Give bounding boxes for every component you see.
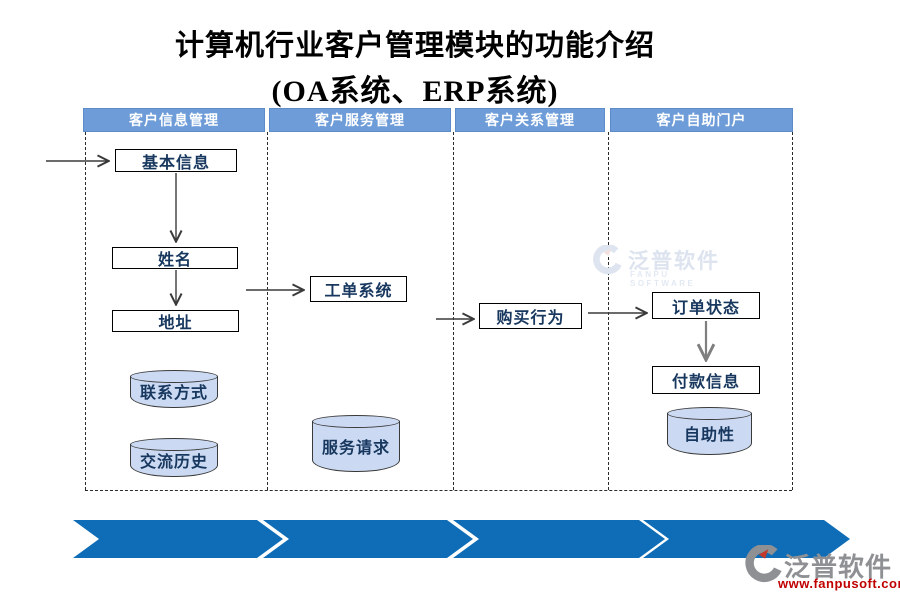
cylinder-top: [312, 415, 400, 428]
node-purchase-behavior: 购买行为: [479, 303, 582, 329]
process-chevron-4: [643, 520, 850, 558]
node-name: 姓名: [112, 247, 238, 269]
process-chevron-1: [73, 520, 283, 558]
cylinder-contact-method: 联系方式: [130, 370, 218, 408]
node-order-status: 订单状态: [652, 292, 760, 319]
lane-divider-2: [267, 132, 268, 490]
lane-header-customer-service: 客户服务管理: [269, 108, 451, 132]
footer-watermark-url: www.fanpusoft.com: [778, 576, 900, 591]
cylinder-body: [667, 413, 752, 455]
footer-watermark-brand: 泛普软件: [784, 552, 893, 582]
node-address: 地址: [112, 310, 239, 332]
node-work-order-system: 工单系统: [310, 276, 407, 302]
fanpu-logo-icon: [593, 245, 622, 275]
title-line-2: (OA系统、ERP系统): [271, 75, 559, 108]
process-chevron-2: [263, 520, 473, 558]
center-watermark-brand: 泛普软件: [628, 250, 720, 273]
lane-header-customer-portal: 客户自助门户: [610, 108, 793, 132]
process-chevron-3: [453, 520, 665, 558]
cylinder-communication-history-label: 交流历史: [139, 453, 208, 471]
node-payment-info: 付款信息: [652, 366, 760, 394]
cylinder-self-service-label: 自助性: [683, 426, 735, 444]
center-watermark-subtitle: FANPU SOFTWARE: [630, 270, 696, 288]
lane-divider-1: [85, 132, 86, 490]
cylinder-self-service: 自助性: [667, 407, 752, 455]
cylinder-service-request: 服务请求: [312, 415, 400, 472]
cylinder-top: [667, 407, 752, 420]
title-line-1: 计算机行业客户管理模块的功能介绍: [174, 30, 655, 62]
page-title: 计算机行业客户管理模块的功能介绍 (OA系统、ERP系统): [0, 22, 830, 110]
node-basic-info: 基本信息: [115, 149, 237, 172]
fanpu-logo-icon: [745, 545, 782, 582]
lane-divider-3: [453, 132, 454, 490]
cylinder-body: [312, 421, 400, 472]
cylinder-communication-history: 交流历史: [130, 438, 218, 477]
cylinder-contact-method-label: 联系方式: [139, 384, 208, 402]
cylinder-top: [130, 438, 218, 451]
lane-divider-4: [608, 132, 609, 490]
lane-header-customer-relationship: 客户关系管理: [455, 108, 605, 132]
cylinder-top: [130, 370, 218, 383]
lane-divider-5: [792, 132, 793, 490]
cylinder-service-request-label: 服务请求: [321, 439, 390, 457]
lane-header-customer-info: 客户信息管理: [83, 108, 265, 132]
lane-bottom-border: [85, 490, 792, 491]
